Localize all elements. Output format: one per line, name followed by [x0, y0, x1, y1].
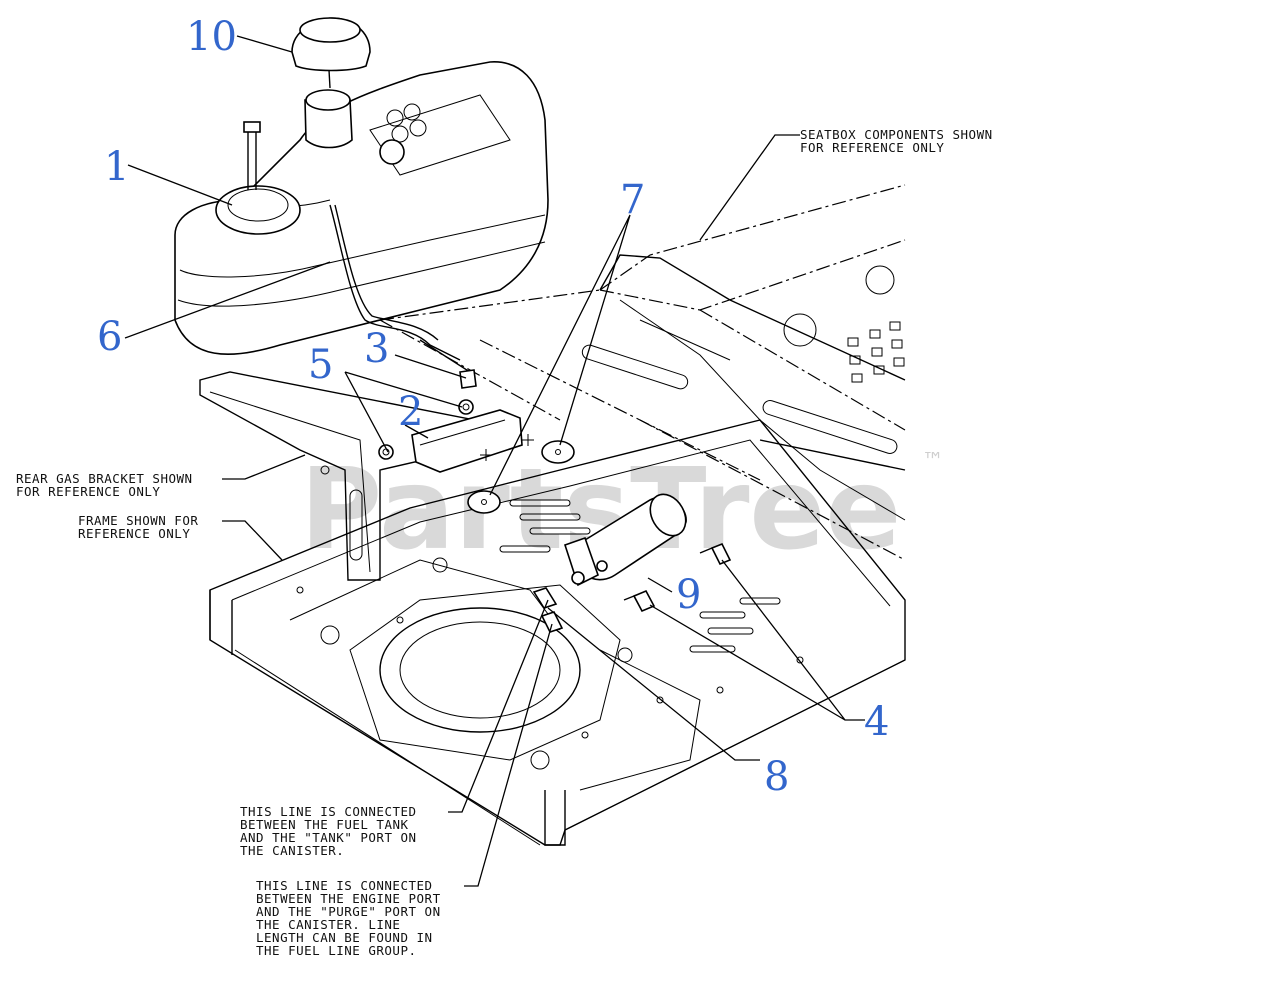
nut-upper [458, 399, 474, 415]
callout-2[interactable]: 2 [398, 389, 423, 435]
fuel-cap [291, 17, 371, 89]
hose-fitting-right [540, 611, 564, 633]
note-frame-line-1: FRAME SHOWN FOR [78, 513, 198, 528]
note-rear-bracket-line-1: REAR GAS BRACKET SHOWN [16, 471, 193, 486]
note-seatbox-line-2: FOR REFERENCE ONLY [800, 140, 944, 155]
note-frame-line-2: REFERENCE ONLY [78, 526, 190, 541]
watermark-trademark: ™ [922, 449, 944, 474]
callout-9[interactable]: 9 [676, 572, 701, 618]
frame-slots [499, 499, 781, 653]
note-purge-line-6: THE FUEL LINE GROUP. [256, 943, 417, 958]
note-seatbox-line-1: SEATBOX COMPONENTS SHOWN [800, 127, 993, 142]
fuel-tank [174, 61, 549, 355]
note-fuel-line-1: THIS LINE IS CONNECTED [240, 804, 417, 819]
screw-lower [623, 589, 656, 613]
note-fuel-line-2: BETWEEN THE FUEL TANK [240, 817, 409, 832]
note-seatbox: SEATBOX COMPONENTS SHOWN FOR REFERENCE O… [800, 127, 993, 155]
note-fuel-line: THIS LINE IS CONNECTED BETWEEN THE FUEL … [240, 804, 417, 858]
note-purge-line-4: THE CANISTER. LINE [256, 917, 400, 932]
grommet-right [541, 440, 575, 464]
note-frame: FRAME SHOWN FOR REFERENCE ONLY [78, 513, 198, 541]
seatbox-square-holes [847, 321, 905, 383]
note-rear-bracket: REAR GAS BRACKET SHOWN FOR REFERENCE ONL… [16, 471, 193, 499]
callout-1[interactable]: 1 [104, 144, 129, 190]
hose-fitting-left [532, 587, 558, 609]
note-rear-bracket-line-2: FOR REFERENCE ONLY [16, 484, 160, 499]
callout-8[interactable]: 8 [764, 754, 789, 800]
fuel-sender [215, 185, 301, 235]
note-purge-line: THIS LINE IS CONNECTED BETWEEN THE ENGIN… [256, 878, 441, 958]
note-purge-line-2: BETWEEN THE ENGINE PORT [256, 891, 441, 906]
rear-gas-bracket [199, 371, 512, 581]
callout-7[interactable]: 7 [620, 177, 645, 223]
note-purge-line-3: AND THE "PURGE" PORT ON [256, 904, 441, 919]
callout-3[interactable]: 3 [364, 326, 389, 372]
engine-opening [379, 607, 581, 733]
screw-upper [699, 542, 732, 566]
leader-lines [124, 35, 865, 887]
callout-6[interactable]: 6 [97, 314, 122, 360]
hose-clamp [459, 369, 477, 389]
callout-4[interactable]: 4 [864, 699, 889, 745]
frame-holes [296, 557, 804, 770]
note-purge-line-5: LENGTH CAN BE FOUND IN [256, 930, 433, 945]
callouts: 10 1 6 5 3 2 7 9 4 8 [97, 14, 889, 800]
callout-10[interactable]: 10 [186, 14, 237, 60]
callout-5[interactable]: 5 [308, 342, 333, 388]
grommet-left [467, 490, 501, 514]
frame [209, 419, 906, 846]
note-purge-line-1: THIS LINE IS CONNECTED [256, 878, 433, 893]
seatbox [379, 184, 906, 561]
note-fuel-line-3: AND THE "TANK" PORT ON [240, 830, 417, 845]
note-fuel-line-4: THE CANISTER. [240, 843, 344, 858]
charcoal-canister [563, 493, 687, 587]
canister-bracket [411, 409, 534, 473]
